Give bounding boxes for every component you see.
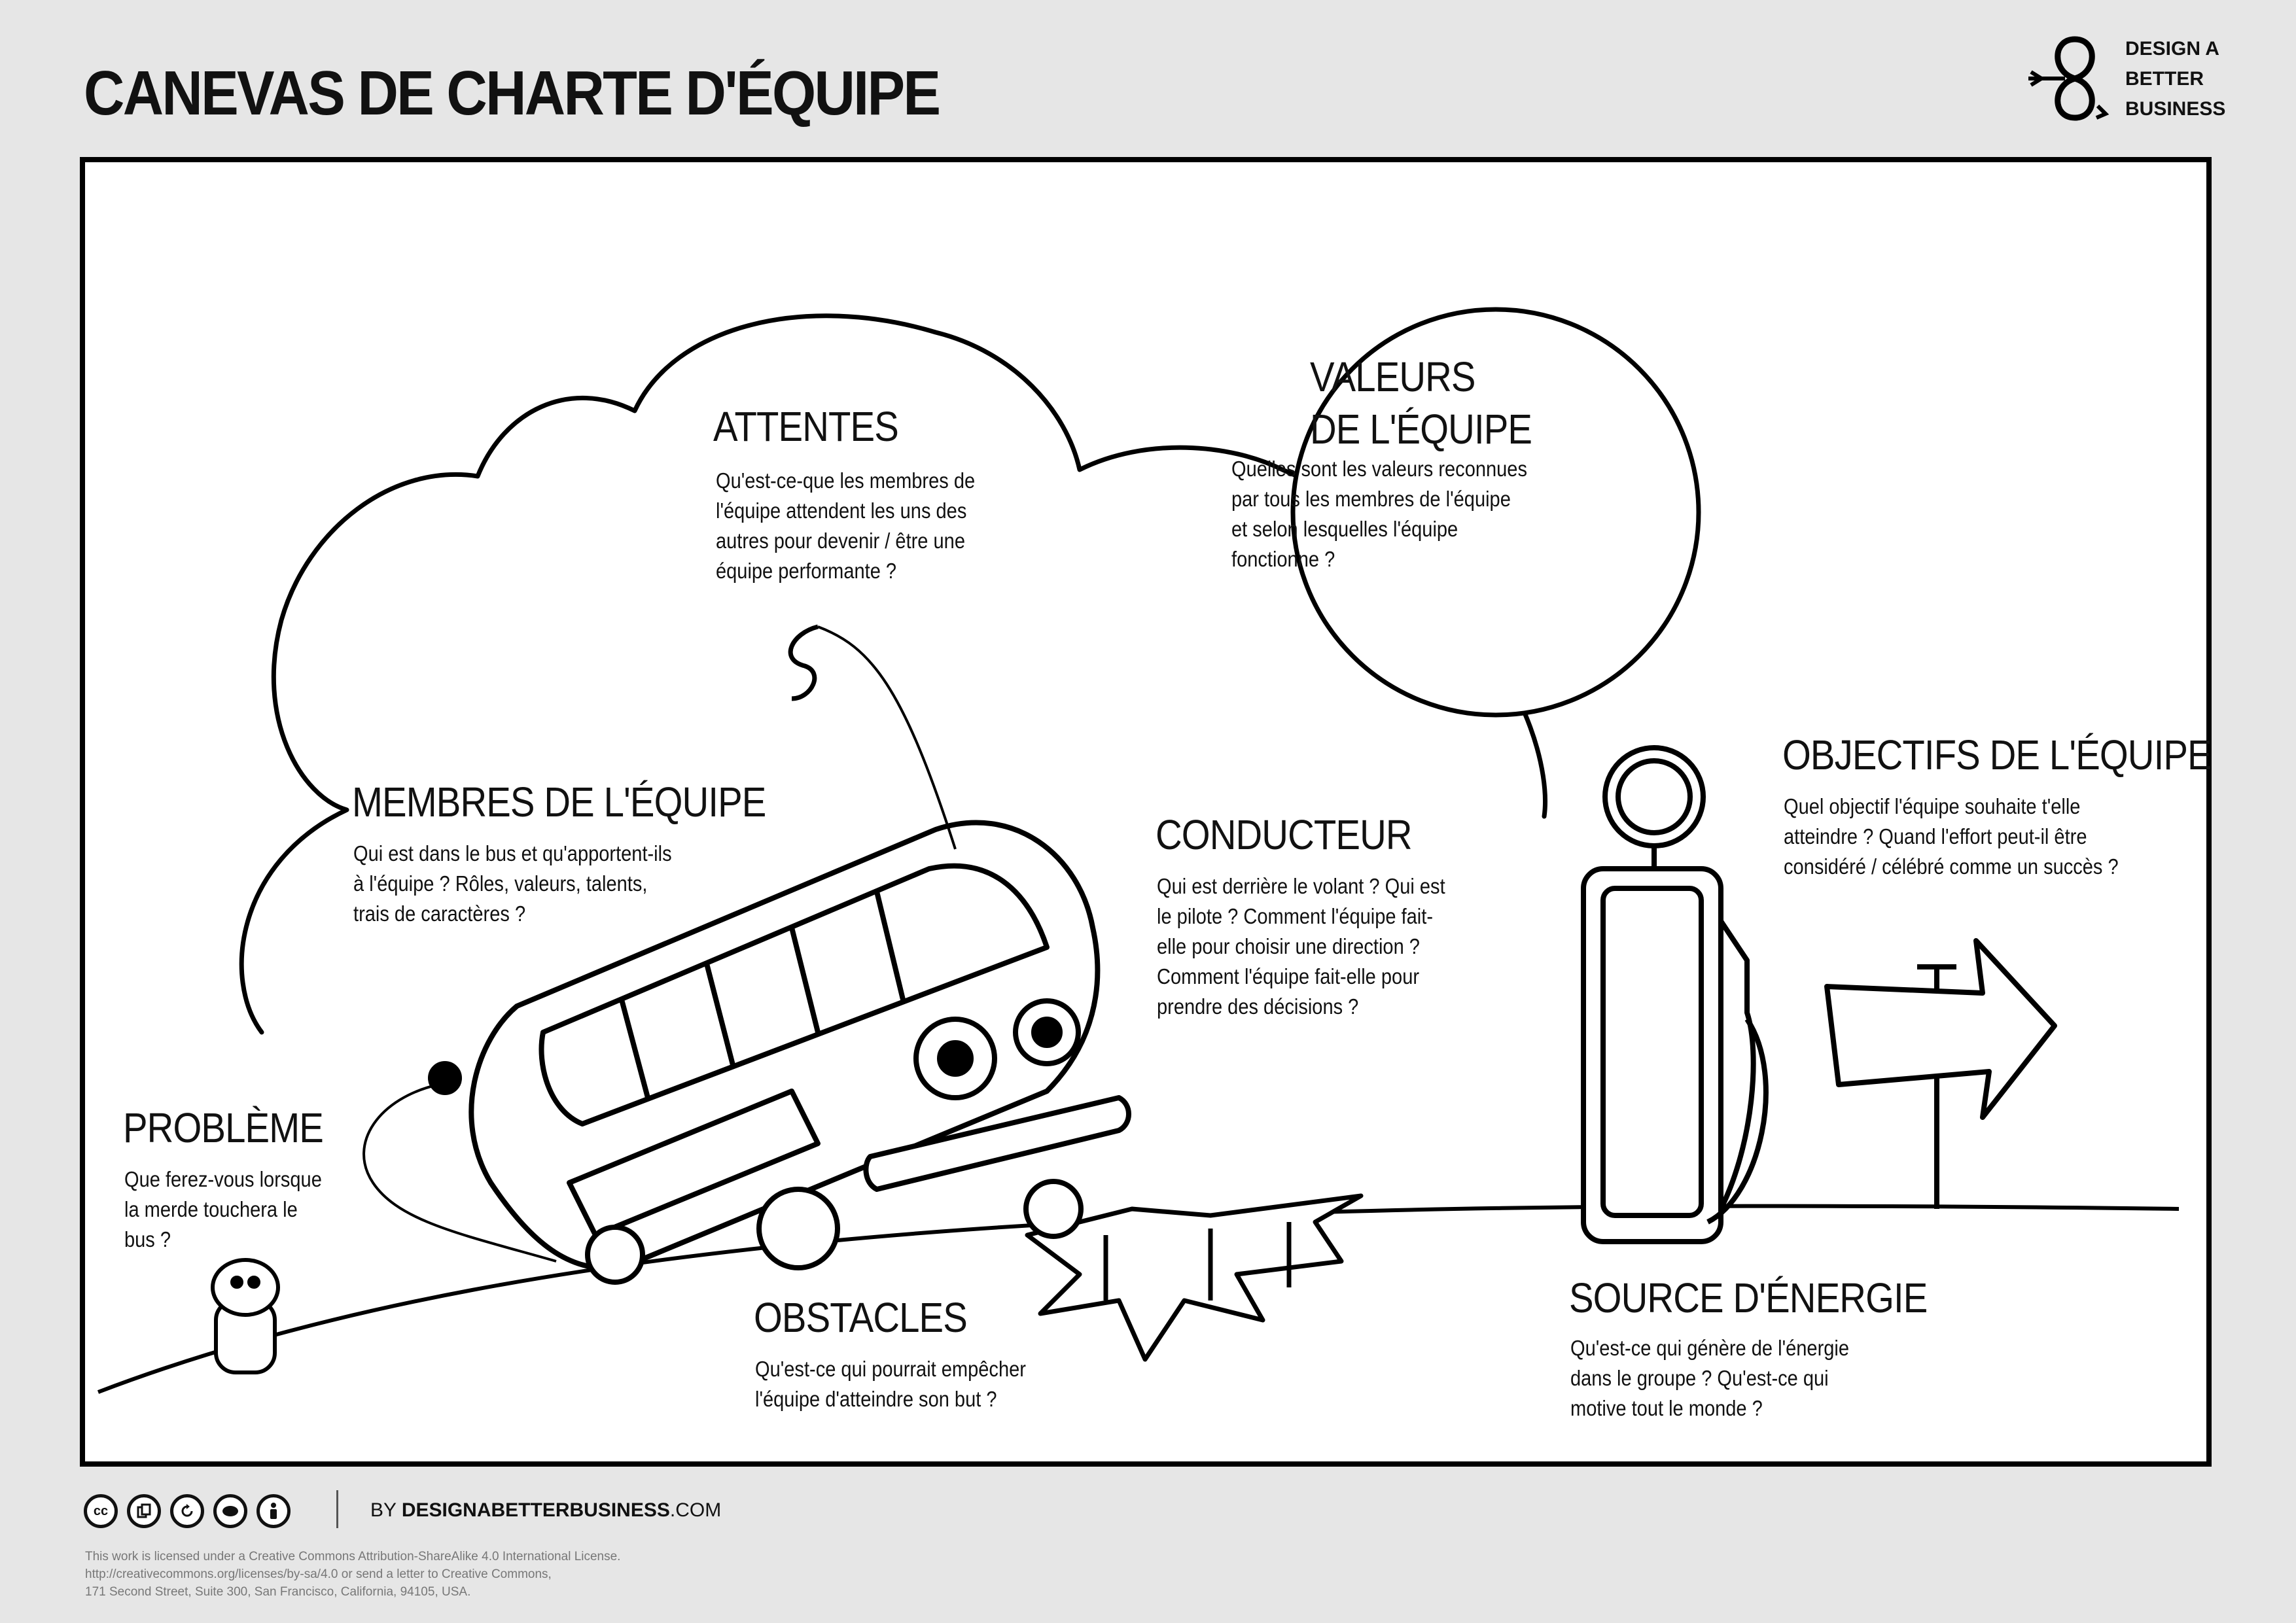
canvas-illustration [97, 307, 2180, 1394]
conducteur-question: Qui est derrière le volant ? Qui est le … [1157, 874, 1445, 1019]
attentes-question: Qu'est-ce-que les membres de l'équipe at… [716, 468, 976, 583]
license-text: This work is licensed under a Creative C… [85, 1550, 621, 1599]
copy-icon[interactable] [127, 1494, 161, 1528]
values-circle [1290, 307, 1701, 718]
probleme-question: Que ferez-vous lorsque la merde touchera… [124, 1167, 322, 1251]
sharealike-icon[interactable] [213, 1494, 247, 1528]
by-prefix: BY [370, 1499, 402, 1521]
remix-icon[interactable] [170, 1494, 204, 1528]
dog-illustration [211, 1258, 280, 1374]
canvas-frame: ATTENTES Qu'est-ce-que les membres de l'… [80, 157, 2212, 1467]
website-link[interactable]: BY DESIGNABETTERBUSINESS.COM [370, 1499, 721, 1522]
attribution-icon[interactable] [256, 1494, 291, 1528]
source-title: SOURCE D'ÉNERGIE [1569, 1274, 1928, 1321]
bus-illustration [428, 820, 1131, 1285]
membres-question: Qui est dans le bus et qu'apportent-ils … [353, 841, 672, 926]
footer-divider [336, 1490, 338, 1528]
brand-wordmark: DESIGN A BETTER BUSINESS [2125, 38, 2226, 120]
conducteur-title: CONDUCTEUR [1156, 811, 1413, 858]
signpost-illustration [1824, 938, 2057, 1209]
obstacle-crack [1025, 1193, 1364, 1362]
valeurs-title-line1: VALEURS [1310, 353, 1475, 400]
cc-icon[interactable]: cc [84, 1494, 118, 1528]
source-question: Qu'est-ce qui génère de l'énergie dans l… [1570, 1336, 1849, 1420]
obstacles-title: OBSTACLES [754, 1294, 968, 1341]
by-suffix: .COM [669, 1499, 722, 1521]
fuel-pump-illustration [1581, 745, 1769, 1244]
objectifs-title: OBJECTIFS DE L'ÉQUIPE [1782, 731, 2212, 778]
by-site: DESIGNABETTERBUSINESS [401, 1499, 670, 1521]
valeurs-question: Quelles sont les valeurs reconnues par t… [1231, 457, 1527, 571]
infinity-8-arrows-icon [2028, 36, 2110, 121]
license-icons: cc [84, 1494, 291, 1528]
probleme-title: PROBLÈME [123, 1104, 324, 1151]
page-title: CANEVAS DE CHARTE D'ÉQUIPE [84, 58, 941, 128]
attentes-title: ATTENTES [713, 403, 899, 450]
objectifs-question: Quel objectif l'équipe souhaite t'elle a… [1784, 794, 2119, 879]
membres-title: MEMBRES DE L'ÉQUIPE [352, 778, 766, 826]
obstacles-question: Qu'est-ce qui pourrait empêcher l'équipe… [755, 1357, 1026, 1411]
ground-line [97, 1204, 2180, 1394]
valeurs-title-line2: DE L'ÉQUIPE [1310, 406, 1532, 453]
